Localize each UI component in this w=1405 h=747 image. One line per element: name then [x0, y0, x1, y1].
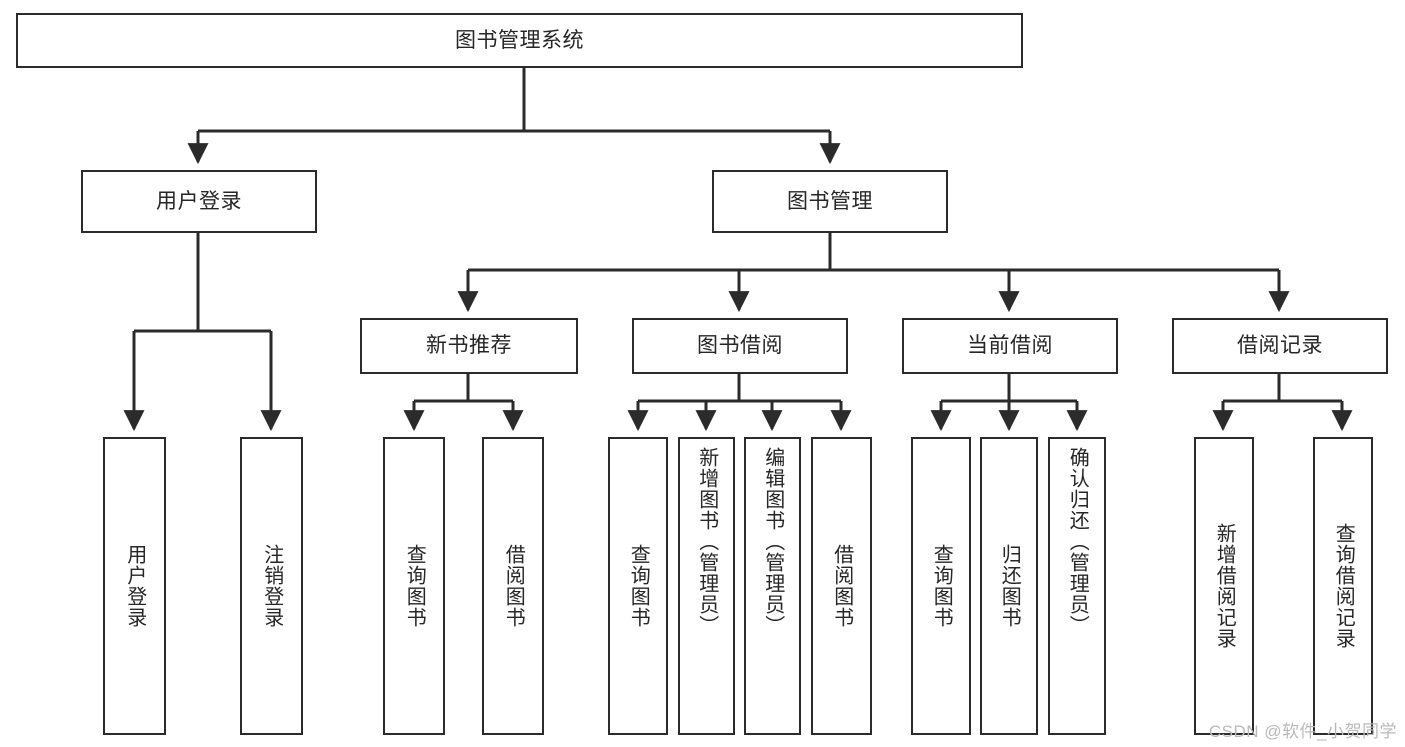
leaf-edit-book[interactable]: 编辑图书（管理员） — [744, 437, 801, 735]
node-book-management-label: 图书管理 — [787, 189, 873, 213]
node-current-borrow-label: 当前借阅 — [967, 334, 1053, 358]
leaf-return-book[interactable]: 归还图书 — [980, 437, 1038, 735]
node-book-management[interactable]: 图书管理 — [712, 170, 948, 233]
node-borrow-record[interactable]: 借阅记录 — [1172, 318, 1388, 374]
leaf-add-record-label: 新增借阅记录 — [1213, 523, 1236, 649]
leaf-borrow-book-2-label: 借阅图书 — [830, 544, 853, 628]
leaf-query-book-2[interactable]: 查询图书 — [608, 437, 668, 735]
leaf-borrow-book-2[interactable]: 借阅图书 — [811, 437, 872, 735]
node-root-label: 图书管理系统 — [455, 28, 584, 52]
leaf-add-book-label: 新增图书（管理员） — [695, 447, 718, 636]
leaf-add-record[interactable]: 新增借阅记录 — [1194, 437, 1254, 735]
leaf-logout-login-label: 注销登录 — [260, 544, 283, 628]
leaf-confirm-return-label: 确认归还（管理员） — [1066, 447, 1089, 636]
leaf-query-book-2-label: 查询图书 — [627, 544, 650, 628]
node-new-book-recommend[interactable]: 新书推荐 — [360, 318, 578, 374]
node-book-borrow-label: 图书借阅 — [697, 334, 783, 358]
leaf-user-login-label: 用户登录 — [123, 544, 146, 628]
leaf-confirm-return[interactable]: 确认归还（管理员） — [1048, 437, 1106, 735]
node-user-login-label: 用户登录 — [156, 189, 242, 213]
leaf-query-book-1-label: 查询图书 — [403, 544, 426, 628]
leaf-query-record[interactable]: 查询借阅记录 — [1313, 437, 1373, 735]
leaf-user-login[interactable]: 用户登录 — [103, 437, 166, 735]
watermark: CSDN @软件_小贺同学 — [1208, 722, 1397, 741]
leaf-query-book-1[interactable]: 查询图书 — [383, 437, 445, 735]
leaf-return-book-label: 归还图书 — [998, 544, 1021, 628]
leaf-add-book[interactable]: 新增图书（管理员） — [678, 437, 735, 735]
node-user-login[interactable]: 用户登录 — [81, 170, 317, 233]
node-new-book-recommend-label: 新书推荐 — [426, 334, 512, 358]
node-book-borrow[interactable]: 图书借阅 — [632, 318, 848, 374]
node-root[interactable]: 图书管理系统 — [16, 13, 1023, 68]
leaf-query-book-3[interactable]: 查询图书 — [911, 437, 971, 735]
leaf-logout-login[interactable]: 注销登录 — [240, 437, 303, 735]
leaf-query-record-label: 查询借阅记录 — [1332, 523, 1355, 649]
leaf-edit-book-label: 编辑图书（管理员） — [761, 447, 784, 636]
leaf-query-book-3-label: 查询图书 — [930, 544, 953, 628]
leaf-borrow-book-1[interactable]: 借阅图书 — [482, 437, 544, 735]
leaf-borrow-book-1-label: 借阅图书 — [502, 544, 525, 628]
node-borrow-record-label: 借阅记录 — [1237, 334, 1323, 358]
node-current-borrow[interactable]: 当前借阅 — [902, 318, 1118, 374]
